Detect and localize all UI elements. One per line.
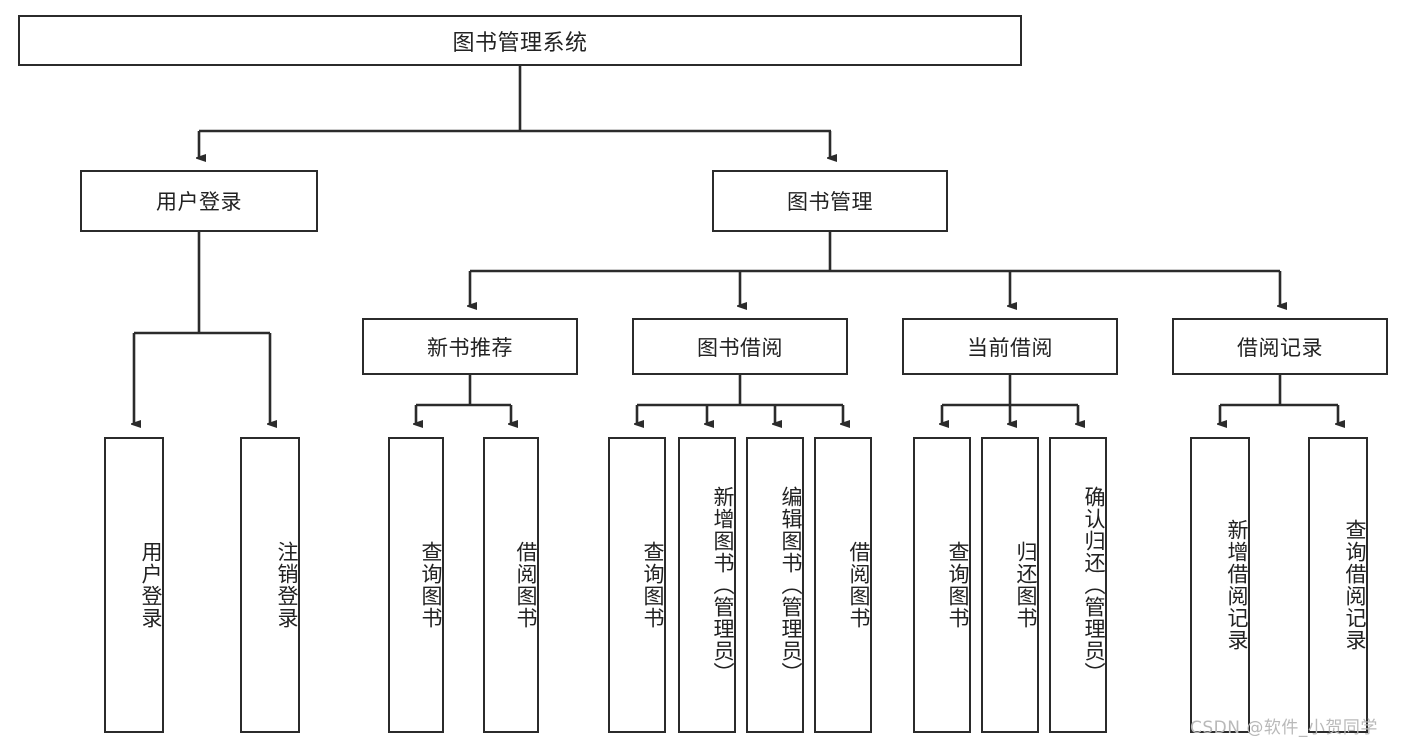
node-label: 新增借阅记录 bbox=[1225, 519, 1249, 651]
leaf-logout-login[interactable]: 注销登录 bbox=[240, 437, 300, 733]
leaf-add-borrow-record[interactable]: 新增借阅记录 bbox=[1190, 437, 1250, 733]
leaf-query-book-2[interactable]: 查询图书 bbox=[608, 437, 666, 733]
leaf-edit-book-admin[interactable]: 编辑图书（管理员） bbox=[746, 437, 804, 733]
node-label: 查询图书 bbox=[419, 541, 443, 629]
node-label: 图书管理 bbox=[787, 190, 873, 214]
leaf-add-book-admin[interactable]: 新增图书（管理员） bbox=[678, 437, 736, 733]
leaf-query-book-3[interactable]: 查询图书 bbox=[913, 437, 971, 733]
node-label: 用户登录 bbox=[156, 190, 242, 214]
node-label: 用户登录 bbox=[139, 541, 163, 629]
node-book-manage[interactable]: 图书管理 bbox=[712, 170, 948, 232]
leaf-borrow-book-1[interactable]: 借阅图书 bbox=[483, 437, 539, 733]
node-label: 当前借阅 bbox=[967, 335, 1053, 360]
leaf-query-borrow-record[interactable]: 查询借阅记录 bbox=[1308, 437, 1368, 733]
node-label: 查询图书 bbox=[641, 541, 665, 629]
node-label: 新书推荐 bbox=[427, 335, 513, 360]
leaf-borrow-book-2[interactable]: 借阅图书 bbox=[814, 437, 872, 733]
node-borrow-record[interactable]: 借阅记录 bbox=[1172, 318, 1388, 375]
node-label: 确认归还（管理员） bbox=[1082, 486, 1106, 684]
node-label: 借阅图书 bbox=[847, 541, 871, 629]
node-user-login[interactable]: 用户登录 bbox=[80, 170, 318, 232]
node-label: 图书借阅 bbox=[697, 335, 783, 360]
leaf-user-login[interactable]: 用户登录 bbox=[104, 437, 164, 733]
node-root-system[interactable]: 图书管理系统 bbox=[18, 15, 1022, 66]
leaf-return-book[interactable]: 归还图书 bbox=[981, 437, 1039, 733]
leaf-confirm-return-admin[interactable]: 确认归还（管理员） bbox=[1049, 437, 1107, 733]
node-current-borrow[interactable]: 当前借阅 bbox=[902, 318, 1118, 375]
node-label: 编辑图书（管理员） bbox=[779, 486, 803, 684]
node-book-borrow[interactable]: 图书借阅 bbox=[632, 318, 848, 375]
node-label: 注销登录 bbox=[275, 541, 299, 629]
node-label: 查询图书 bbox=[946, 541, 970, 629]
node-label: 借阅记录 bbox=[1237, 335, 1323, 360]
node-label: 借阅图书 bbox=[514, 541, 538, 629]
leaf-query-book-1[interactable]: 查询图书 bbox=[388, 437, 444, 733]
csdn-watermark: CSDN @软件_小贺同学 bbox=[1190, 718, 1378, 738]
node-label: 新增图书（管理员） bbox=[711, 486, 735, 684]
node-label: 查询借阅记录 bbox=[1343, 519, 1367, 651]
node-label: 归还图书 bbox=[1014, 541, 1038, 629]
node-label: 图书管理系统 bbox=[452, 30, 588, 56]
node-new-book-recommend[interactable]: 新书推荐 bbox=[362, 318, 578, 375]
